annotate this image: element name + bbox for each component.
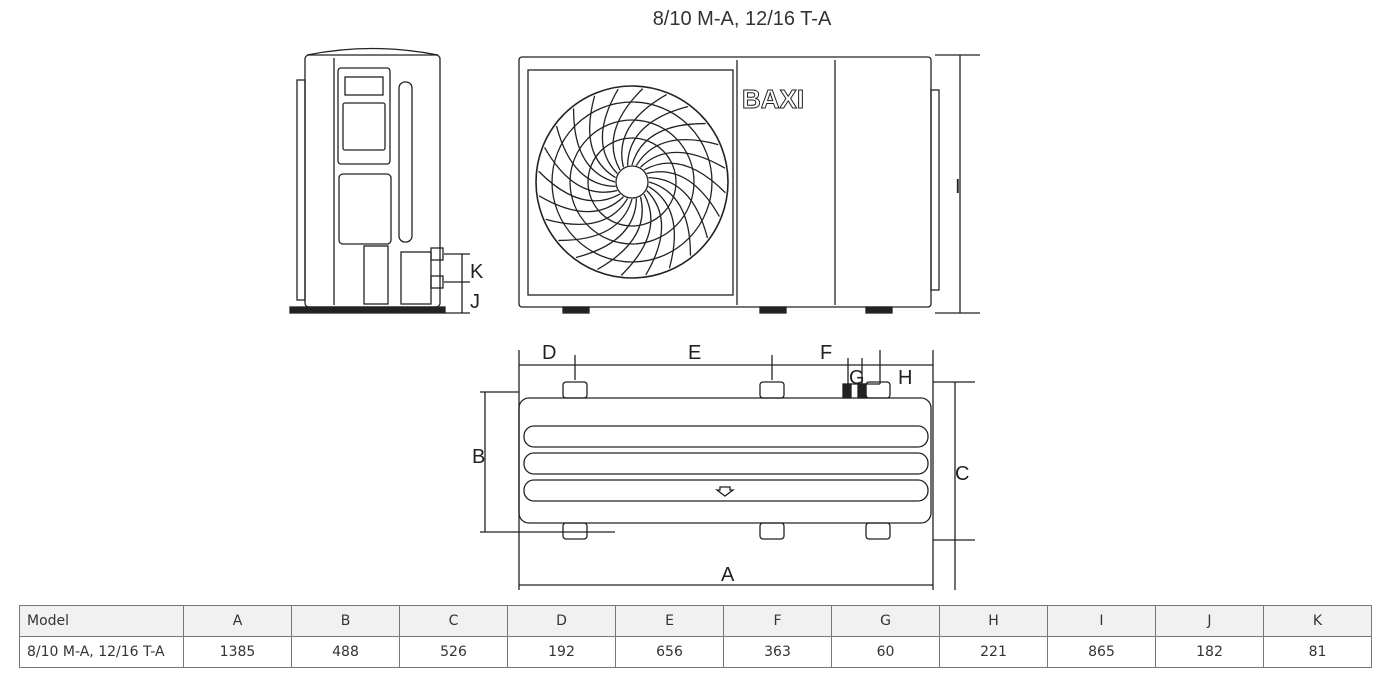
dim-label-h: H <box>898 367 912 389</box>
dim-label-e: E <box>688 342 701 364</box>
fan-blade <box>575 198 638 259</box>
table-cell: 81 <box>1263 636 1372 668</box>
baxi-logo: BAXI <box>742 84 804 114</box>
fan-blade <box>631 122 706 166</box>
table-header-cell: I <box>1047 605 1156 637</box>
table-cell: 488 <box>291 636 400 668</box>
dim-label-d: D <box>542 342 556 364</box>
fan-blade <box>588 95 616 179</box>
table-cell: 656 <box>615 636 724 668</box>
table-cell: 1385 <box>183 636 292 668</box>
table-header-cell: G <box>831 605 940 637</box>
table-cell: 8/10 M-A, 12/16 T-A <box>19 636 184 668</box>
drawing-title: 8/10 M-A, 12/16 T-A <box>652 8 832 30</box>
fan-blade <box>640 151 726 169</box>
table-cell: 865 <box>1047 636 1156 668</box>
table-cell: 363 <box>723 636 832 668</box>
fan-grille <box>535 85 729 279</box>
fan-blade <box>601 88 619 174</box>
fan-blade <box>545 198 629 226</box>
table-cell: 182 <box>1155 636 1264 668</box>
table-header-cell: E <box>615 605 724 637</box>
table-cell: 192 <box>507 636 616 668</box>
fan-blade <box>626 105 689 166</box>
table-header-cell: Model <box>19 605 184 637</box>
fan-blade <box>555 125 616 188</box>
table-header-cell: D <box>507 605 616 637</box>
fan-blade <box>597 196 643 270</box>
fan-blade <box>612 88 644 171</box>
fan-blade <box>538 170 621 202</box>
dim-label-f: F <box>820 342 832 364</box>
fan-blade <box>558 198 633 242</box>
table-cell: 221 <box>939 636 1048 668</box>
fan-blade <box>645 190 663 276</box>
technical-drawing: K J BAXI I <box>289 47 980 590</box>
table-header-cell: J <box>1155 605 1264 637</box>
table-cell: 526 <box>399 636 508 668</box>
table-header-cell: B <box>291 605 400 637</box>
fan-blade <box>648 181 692 256</box>
dim-label-g: G <box>849 367 865 389</box>
fan-blade <box>538 195 624 213</box>
top-view: D E F G H B C A <box>472 342 975 590</box>
dim-label-j: J <box>470 291 480 313</box>
fan-blade <box>544 147 618 193</box>
dim-label-k: K <box>470 261 484 283</box>
fan-blade <box>635 138 719 166</box>
table-header-cell: H <box>939 605 1048 637</box>
table-cell: 60 <box>831 636 940 668</box>
dim-label-a: A <box>721 564 735 586</box>
table-header-cell: A <box>183 605 292 637</box>
table-header-cell: C <box>399 605 508 637</box>
side-view: K J <box>289 47 484 314</box>
fan-blade <box>643 162 726 194</box>
fan-blade <box>648 176 709 239</box>
fan-blade <box>572 108 616 183</box>
dim-label-b: B <box>472 446 485 468</box>
front-view: BAXI I <box>518 54 980 314</box>
table-header-cell: F <box>723 605 832 637</box>
fan-blade <box>621 94 667 168</box>
table-header-cell: K <box>1263 605 1372 637</box>
fan-blade <box>648 185 676 269</box>
dim-label-i: I <box>955 176 961 198</box>
dim-label-c: C <box>955 463 969 485</box>
fan-blade <box>620 193 652 276</box>
fan-blade <box>646 171 720 217</box>
